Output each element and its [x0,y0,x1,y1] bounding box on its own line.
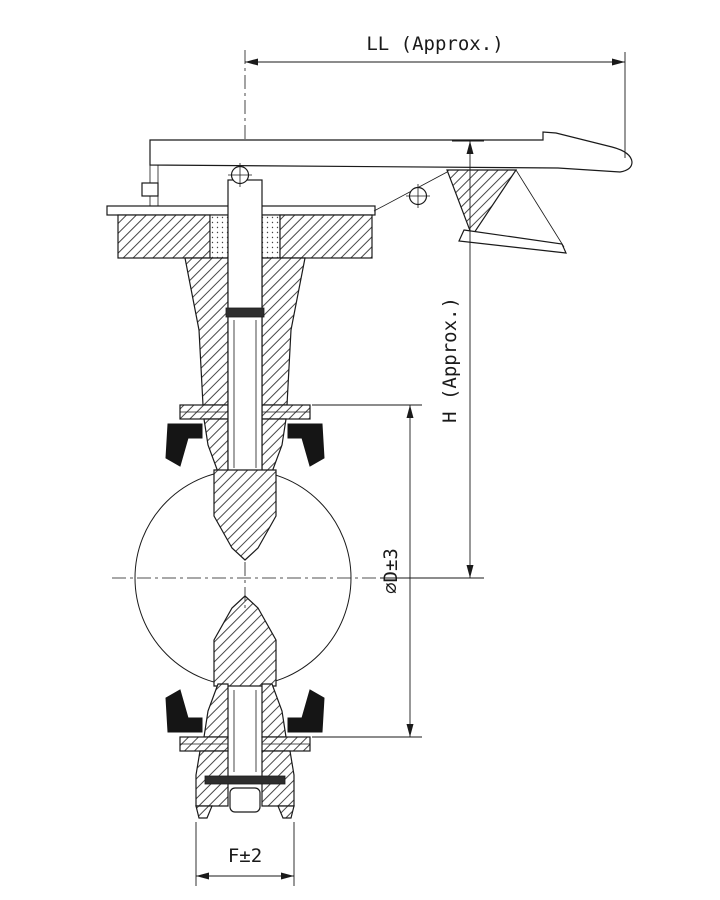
lower-bushing-band [204,775,286,785]
dimension-h: H (Approx.) [380,140,484,579]
handle-assembly [141,131,633,254]
dimension-d: ⌀D±3 [312,404,422,738]
dimension-f-label: F±2 [228,845,262,867]
stem [227,179,263,476]
trigger-lever [458,229,567,254]
stem-retainer-ring [225,307,265,318]
seat-seal-upper-right [287,423,325,467]
clamp-cone-upper-right [261,418,287,473]
seat-seal-lower-left [165,689,203,733]
packing-right [261,214,281,259]
clamp-cone-lower-right [261,683,287,738]
valve-body [106,179,376,819]
dimension-h-label: H (Approx.) [439,297,461,423]
seat-seal-upper-left [165,423,203,467]
dimension-d-label: ⌀D±3 [380,548,402,594]
handle-lever [149,131,633,173]
neck-right [261,257,306,406]
dimension-ll: LL (Approx.) [245,33,626,158]
stem-end-cap [229,787,261,813]
dimension-f: F±2 [195,822,295,886]
bottom-foot-right [277,805,295,819]
disc-hub-upper [213,469,277,561]
bottom-foot-left [195,805,213,819]
seat-seal-lower-right [287,689,325,733]
clamp-cone-upper-left [203,418,229,473]
handle-bracket-step [141,182,159,197]
disc-hub-lower [213,595,277,687]
top-flange-right [279,214,373,259]
packing-left [209,214,229,259]
neck-left [184,257,229,406]
top-flange-left [117,214,211,259]
trigger-wedge [446,169,518,238]
dimension-ll-label: LL (Approx.) [366,33,503,55]
clamp-cone-lower-left [203,683,229,738]
